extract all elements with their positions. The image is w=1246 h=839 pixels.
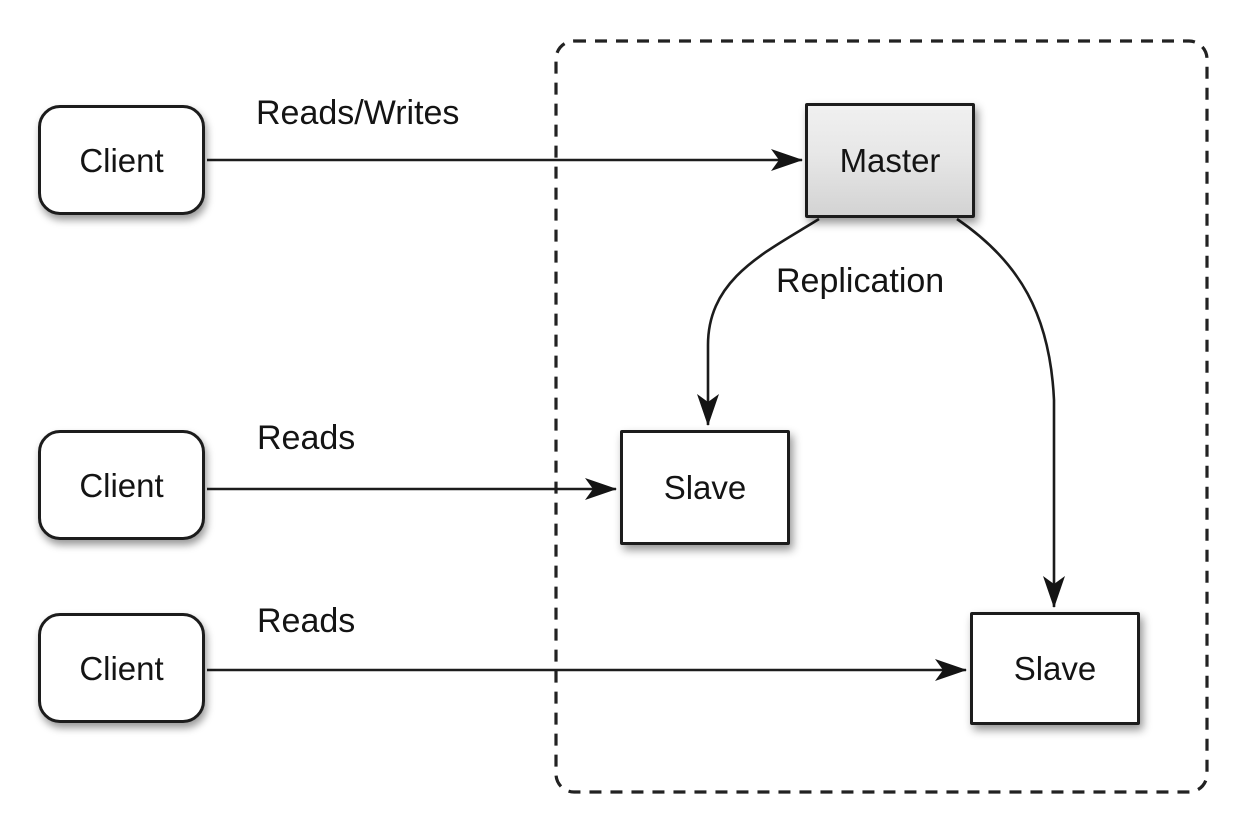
- edge-master-slave2-arrow: [956, 217, 1065, 608]
- node-master: Master: [805, 103, 975, 218]
- node-client-3: Client: [38, 613, 205, 723]
- node-client-1: Client: [38, 105, 205, 215]
- node-client-3-label: Client: [79, 649, 164, 687]
- edge-label-replication: Replication: [776, 262, 945, 300]
- node-slave-1: Slave: [620, 430, 790, 545]
- node-slave-2-label: Slave: [1013, 650, 1097, 687]
- edge-label-reads-slave2: Reads: [257, 602, 356, 640]
- node-client-2: Client: [38, 430, 205, 540]
- node-slave-2: Slave: [970, 612, 1140, 725]
- node-master-label: Master: [839, 142, 941, 179]
- node-client-2-label: Client: [79, 466, 164, 504]
- edge-label-reads-slave1: Reads: [257, 419, 356, 457]
- node-client-1-label: Client: [79, 141, 164, 179]
- edge-master-slave1-arrow: [697, 217, 820, 426]
- edge-label-reads-writes: Reads/Writes: [256, 94, 460, 132]
- node-slave-1-label: Slave: [663, 469, 747, 506]
